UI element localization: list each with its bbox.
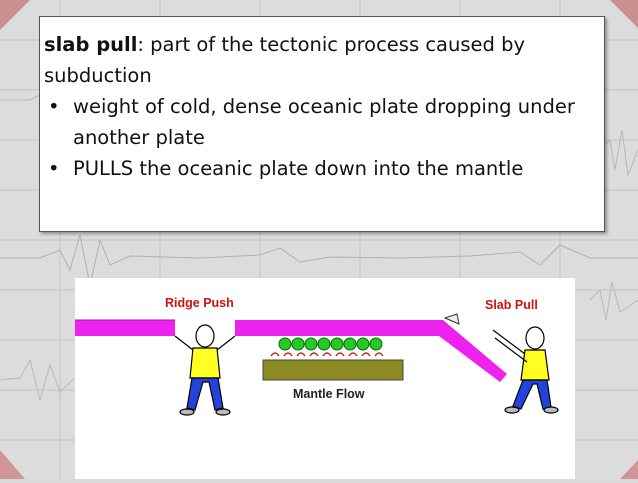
- slab-pull-label: Slab Pull: [485, 298, 538, 312]
- definition-textbox: slab pull: part of the tectonic process …: [39, 16, 605, 232]
- diagram-illustration: [75, 313, 559, 416]
- ridge-push-label: Ridge Push: [165, 296, 234, 310]
- oceanic-plate: [75, 320, 175, 336]
- plate-tectonics-diagram: Ridge Push Slab Pull Mantle Flow: [75, 278, 575, 479]
- bullet-item-1: • weight of cold, dense oceanic plate dr…: [44, 91, 604, 153]
- definition-text: : part of the tectonic process caused by…: [44, 33, 526, 87]
- mantle-block: [262, 359, 404, 381]
- bullet-icon: •: [48, 95, 60, 118]
- slab-tip: [443, 313, 460, 325]
- mantle-convection-cells: [278, 337, 383, 351]
- oceanic-plate: [235, 320, 507, 382]
- convection-arrows: [270, 352, 384, 357]
- mantle-flow-label: Mantle Flow: [293, 387, 365, 401]
- bullet-icon: •: [48, 157, 60, 180]
- term-slab-pull: slab pull: [44, 33, 138, 56]
- ridge-push-person: [174, 324, 236, 416]
- bullet-text-1: weight of cold, dense oceanic plate drop…: [73, 95, 575, 149]
- bullet-item-2: • PULLS the oceanic plate down into the …: [44, 153, 604, 184]
- definition-paragraph: slab pull: part of the tectonic process …: [44, 29, 604, 91]
- slab-pull-person: [492, 326, 559, 414]
- bullet-text-2: PULLS the oceanic plate down into the ma…: [73, 157, 524, 180]
